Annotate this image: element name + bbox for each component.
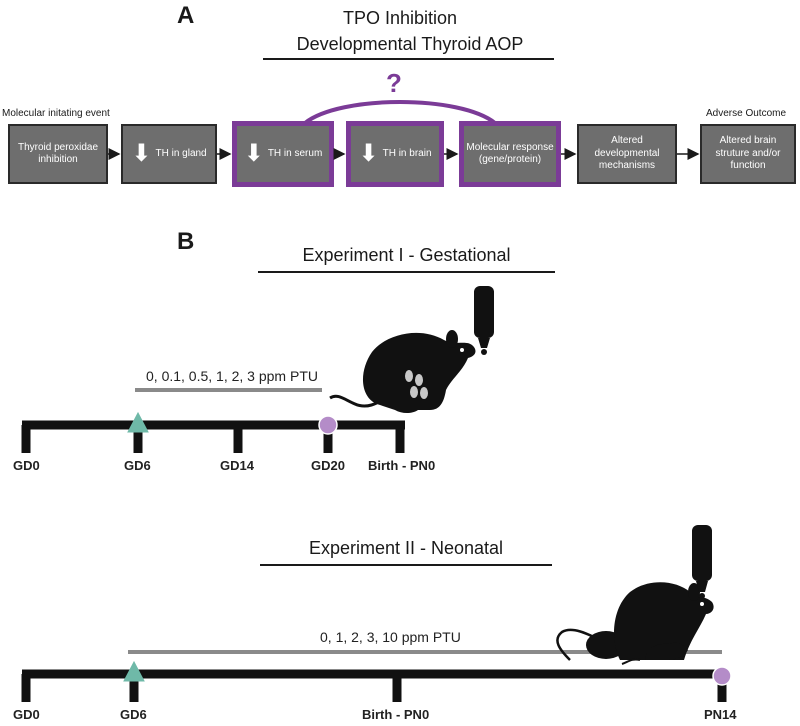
panel-a-letter: A — [177, 2, 195, 29]
aop-box-text: TH in brain — [382, 147, 432, 159]
exp2-end-marker — [712, 666, 732, 686]
aop-box-molecular-response: Molecular response (gene/protein) — [459, 121, 561, 187]
exp1-tick-label: Birth - PN0 — [368, 458, 436, 473]
water-bottle-icon — [692, 525, 712, 599]
exp1-start-marker — [127, 411, 149, 433]
pregnant-rat-icon — [329, 330, 476, 413]
question-mark: ? — [386, 68, 402, 98]
exp1-title: Experiment I - Gestational — [302, 245, 511, 265]
exp1-tick-label: GD6 — [124, 458, 151, 473]
exp2-tick-label: GD0 — [13, 707, 40, 722]
uncertainty-arc — [303, 100, 497, 125]
aop-box-tpo-inhibition: Thyroid peroxidae inhibition — [8, 124, 108, 184]
aop-title-underline — [263, 58, 554, 60]
exp1-treatment-label: 0, 0.1, 0.5, 1, 2, 3 ppm PTU — [146, 368, 318, 384]
exp1-tick-label: GD14 — [220, 458, 254, 473]
exp2-start-marker — [123, 660, 145, 682]
panel-b-letter: B — [177, 228, 195, 255]
aop-box-text: Altered brain struture and/or function — [715, 135, 781, 172]
aop-box-adverse-outcome: Altered brain struture and/or function — [700, 124, 796, 184]
adverse-outcome-label: Adverse Outcome — [706, 108, 787, 119]
exp2-treatment-label: 0, 1, 2, 3, 10 ppm PTU — [320, 629, 461, 645]
aop-box-text: TH in gland — [155, 147, 207, 159]
down-arrow-icon: ⬇ — [243, 140, 264, 167]
aop-box-text: Altered developmental mechanisms — [594, 135, 660, 172]
aop-box-text: Thyroid peroxidae inhibition — [17, 141, 99, 166]
aop-title-line2: Developmental Thyroid AOP — [296, 34, 524, 54]
aop-title-line1: TPO Inhibition — [342, 8, 458, 28]
aop-box-text: Molecular response (gene/protein) — [466, 141, 554, 166]
aop-box-th-brain: ⬇ TH in brain — [346, 121, 444, 187]
exp1-end-marker — [318, 415, 338, 435]
exp2-tick-label: Birth - PN0 — [362, 707, 430, 722]
exp1-tick-label: GD0 — [13, 458, 40, 473]
aop-box-th-gland: ⬇ TH in gland — [121, 124, 217, 184]
exp1-tick-label: GD20 — [311, 458, 345, 473]
down-arrow-icon: ⬇ — [358, 140, 379, 167]
exp2-tick-label: GD6 — [120, 707, 147, 722]
water-bottle-icon — [474, 286, 494, 355]
aop-box-th-serum: ⬇ TH in serum — [232, 121, 334, 187]
exp2-title: Experiment II - Neonatal — [308, 538, 504, 558]
dam-with-pups-icon — [556, 582, 714, 665]
down-arrow-icon: ⬇ — [131, 140, 152, 167]
mie-label: Molecular initating event — [2, 108, 110, 119]
aop-box-altered-mechanisms: Altered developmental mechanisms — [577, 124, 677, 184]
aop-box-text: TH in serum — [267, 147, 323, 159]
exp2-tick-label: PN14 — [704, 707, 737, 722]
